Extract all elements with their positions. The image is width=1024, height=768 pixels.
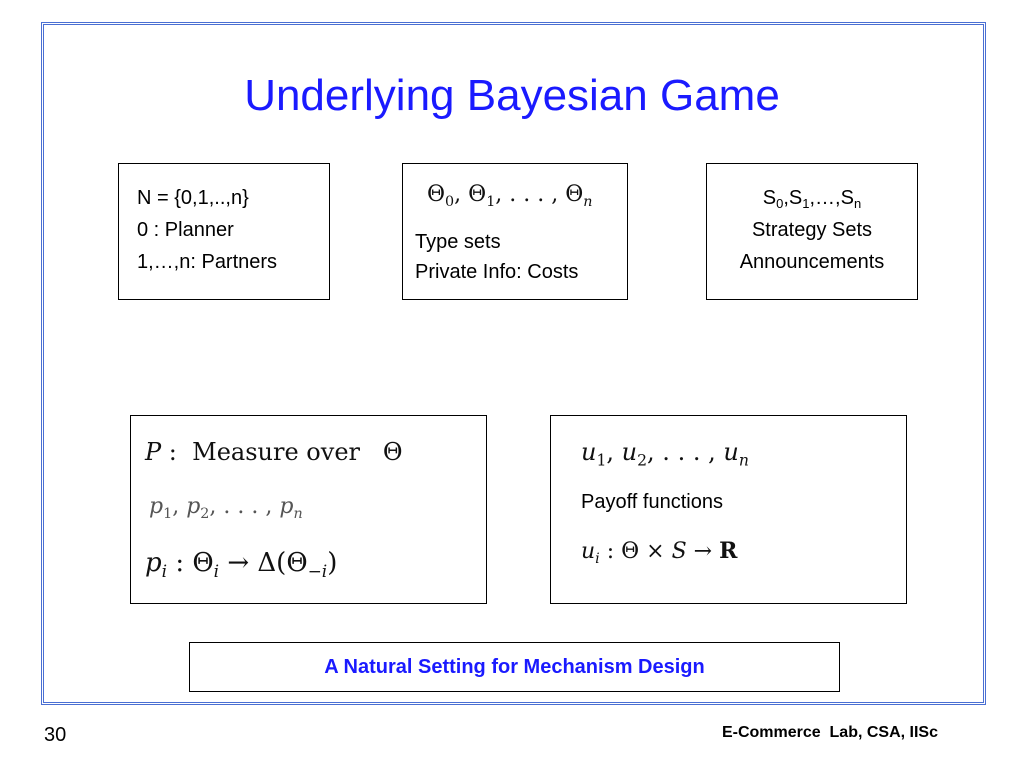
- players-line1: N = {0,1,..,n}: [137, 187, 249, 209]
- prior-belief-formula: pi : Θi → Δ(Θ−i): [145, 548, 338, 581]
- players-line2: 0 : Planner: [137, 219, 234, 241]
- theta-sets-formula: Θ0, Θ1, . . . , Θn: [427, 182, 593, 210]
- payoff-box: u1, u2, . . . , un Payoff functions ui :…: [550, 415, 907, 604]
- prior-measure-formula: P : Measure over Θ: [145, 438, 403, 466]
- type-sets-label: Type sets: [415, 231, 501, 253]
- players-line3: 1,…,n: Partners: [137, 251, 278, 273]
- payoff-mapping-formula: ui : Θ × S → R: [581, 538, 738, 567]
- type-sets-box: Θ0, Θ1, . . . , Θn Type sets Private Inf…: [402, 163, 628, 300]
- payoff-functions-label: Payoff functions: [581, 491, 723, 513]
- slide-title: Underlying Bayesian Game: [244, 71, 780, 120]
- announcements-label: Announcements: [739, 251, 885, 273]
- footer-lab-name: E-Commerce Lab, CSA, IISc: [721, 724, 938, 741]
- strategy-sets-symbols: S0,S1,…,Sn: [762, 187, 862, 211]
- strategy-box: S0,S1,…,Sn Strategy Sets Announcements: [706, 163, 918, 300]
- slide-frame: [41, 22, 986, 705]
- prior-box: P : Measure over Θ p1, p2, . . . , pn pi…: [130, 415, 487, 604]
- mechanism-design-banner: A Natural Setting for Mechanism Design: [189, 642, 840, 692]
- strategy-sets-label: Strategy Sets: [751, 219, 873, 241]
- page-number: 30: [44, 724, 67, 746]
- players-box: N = {0,1,..,n} 0 : Planner 1,…,n: Partne…: [118, 163, 330, 300]
- payoff-list-formula: u1, u2, . . . , un: [581, 438, 749, 470]
- prior-list-formula: p1, p2, . . . , pn: [149, 494, 303, 522]
- private-info-label: Private Info: Costs: [415, 261, 579, 283]
